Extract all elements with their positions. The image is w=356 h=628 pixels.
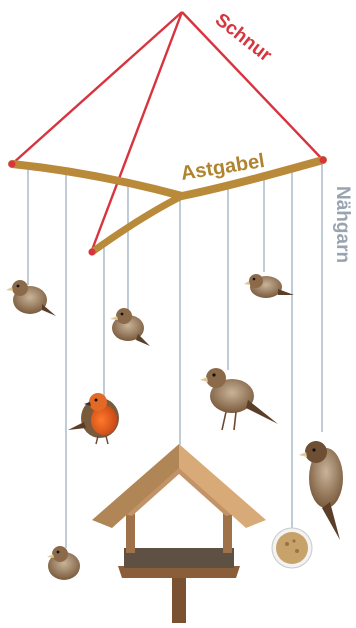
- string-line-middle: [90, 11, 184, 251]
- knot: [319, 156, 327, 164]
- branch-fork: [8, 156, 327, 256]
- feeder-window-right: [212, 516, 222, 542]
- branch-nodes: [8, 156, 327, 256]
- sparrow-figure: [47, 546, 80, 580]
- sparrow-figure: [110, 308, 150, 346]
- label-naehgarn: Nähgarn: [332, 186, 353, 263]
- feeder-pillar-left: [126, 508, 135, 553]
- feeder-roof-left: [92, 444, 179, 528]
- feeder-tray: [124, 548, 234, 568]
- sparrow-figure: [244, 274, 294, 298]
- feeder-pillar-right: [223, 508, 232, 553]
- tit-ball-figure: [271, 527, 313, 569]
- bird-feeder-figure: [92, 444, 266, 623]
- branch-main: [8, 156, 327, 201]
- sparrow-figure: [299, 441, 343, 540]
- sparrow-figure: [6, 280, 56, 316]
- string: [11, 11, 324, 251]
- feeder-window-left: [136, 516, 146, 542]
- branch-arm: [88, 192, 186, 256]
- feeder-roof-right: [179, 444, 266, 528]
- label-schnur: Schnur: [211, 9, 276, 66]
- knot: [8, 160, 16, 168]
- robin-figure: [68, 393, 119, 445]
- sparrow-figure: [200, 368, 278, 431]
- knot: [88, 248, 96, 256]
- threads: [27, 163, 323, 548]
- string-line-left: [11, 11, 183, 165]
- feeder-base: [118, 566, 240, 578]
- feeder-gable: [116, 454, 242, 516]
- string-line-right: [181, 11, 324, 161]
- feeder-post: [172, 576, 186, 623]
